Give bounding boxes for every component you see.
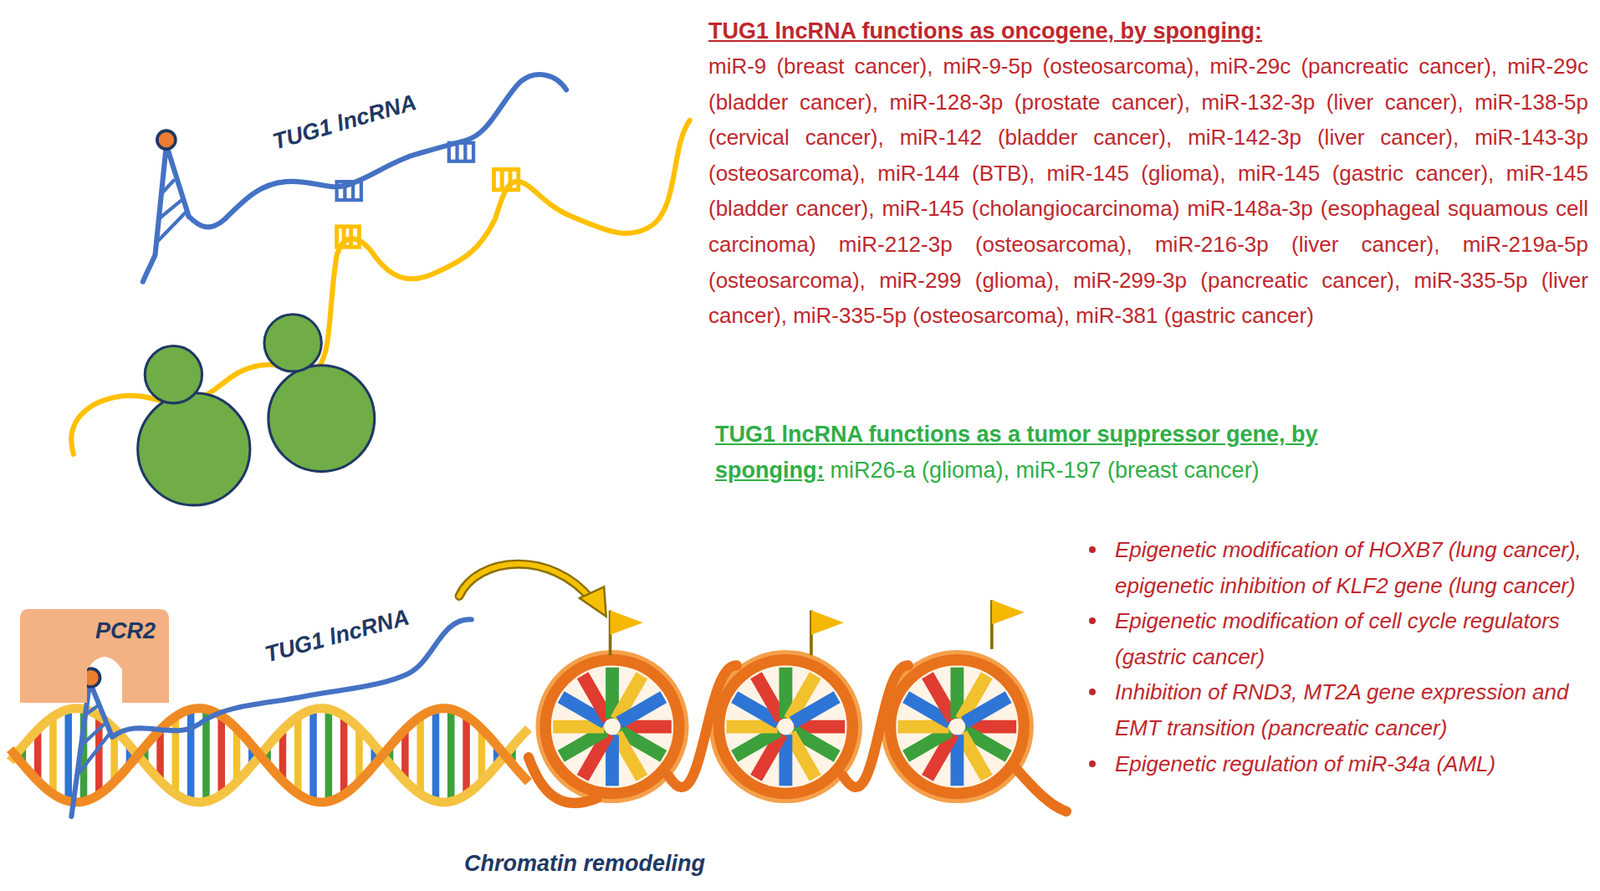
dna-wrap	[882, 652, 1032, 802]
histone-rod	[616, 733, 643, 778]
ribosome	[138, 314, 375, 506]
bullet-list: Epigenetic modification of HOXB7 (lung c…	[1083, 531, 1593, 782]
histone-rod	[618, 696, 664, 722]
histone-rod	[789, 733, 816, 778]
base-pair	[187, 709, 195, 802]
rna-label: TUG1 lncRNA	[269, 88, 420, 156]
mirna-list: miR-9 (breast cancer), miR-9-5p (osteosa…	[708, 48, 1589, 334]
protein-body	[20, 608, 169, 703]
protein-shape: PCR2	[20, 608, 169, 703]
caption-label: Chromatin remodeling	[464, 849, 706, 877]
dna-wrap	[544, 659, 680, 794]
bullet-dot	[1088, 688, 1096, 696]
base-pair	[447, 709, 455, 802]
bullet-item: Epigenetic modification of cell cycle re…	[1083, 603, 1593, 675]
base-pair	[432, 709, 440, 802]
curved-arrow	[459, 563, 607, 617]
nucleosomes	[537, 652, 1032, 802]
dna-wrap	[710, 652, 860, 802]
histone-rod	[964, 696, 1009, 722]
dna-wrap	[889, 659, 1025, 794]
histone-rod	[582, 674, 609, 720]
histone-rod	[792, 696, 838, 722]
bullet-text: Epigenetic regulation of miR-34a (AML)	[1114, 751, 1496, 777]
bullet-text: Epigenetic modification of cell cycle re…	[1114, 608, 1560, 670]
section-heading: TUG1 lncRNA functions as oncogene, by sp…	[708, 13, 1587, 50]
histone-rod	[961, 733, 987, 778]
mrna-stem	[337, 169, 519, 248]
dna-strand	[10, 708, 529, 803]
base-pair	[309, 709, 317, 802]
bullet-text: Inhibition of RND3, MT2A gene expression…	[1114, 679, 1569, 741]
protein-label: PCR2	[95, 617, 156, 645]
suppressor-block: TUG1 lncRNA functions as a tumor suppres…	[715, 416, 1410, 488]
histone-rod	[734, 730, 779, 756]
histone-rod	[561, 730, 606, 756]
histone-rod	[756, 674, 783, 720]
dna-helix	[10, 708, 529, 803]
base-pair	[217, 715, 225, 795]
base-pair	[49, 716, 57, 794]
base-pair	[340, 715, 348, 795]
mirna-list: miR26-a (glioma), miR-197 (breast cancer…	[829, 457, 1259, 483]
base-pair	[416, 716, 425, 794]
lncrna-stem	[156, 143, 474, 244]
lncrna-strand	[143, 74, 567, 282]
bullet-text: Epigenetic modification of HOXB7 (lung c…	[1114, 536, 1582, 599]
bullet-dot	[1088, 760, 1096, 767]
base-pair	[462, 715, 471, 795]
flag	[610, 599, 1025, 655]
bullet-dot	[1088, 546, 1096, 553]
bullet-item: Epigenetic regulation of miR-34a (AML)	[1083, 746, 1593, 783]
base-pair	[325, 709, 333, 802]
dna-wrap	[718, 659, 854, 794]
bullet-item: Inhibition of RND3, MT2A gene expression…	[1083, 674, 1593, 746]
base-pair	[294, 716, 302, 794]
chromatin-linker	[528, 664, 1067, 811]
cap-dot	[157, 130, 176, 149]
lncrna-stem	[78, 704, 111, 774]
rna-label: TUG1 lncRNA	[261, 603, 412, 668]
histone-rod	[905, 730, 951, 756]
bullet-item: Epigenetic modification of HOXB7 (lung c…	[1083, 531, 1593, 604]
histone-rod	[927, 674, 954, 720]
bullet-dot	[1088, 617, 1096, 624]
base-pair	[64, 709, 72, 802]
dna-strand	[10, 708, 529, 803]
